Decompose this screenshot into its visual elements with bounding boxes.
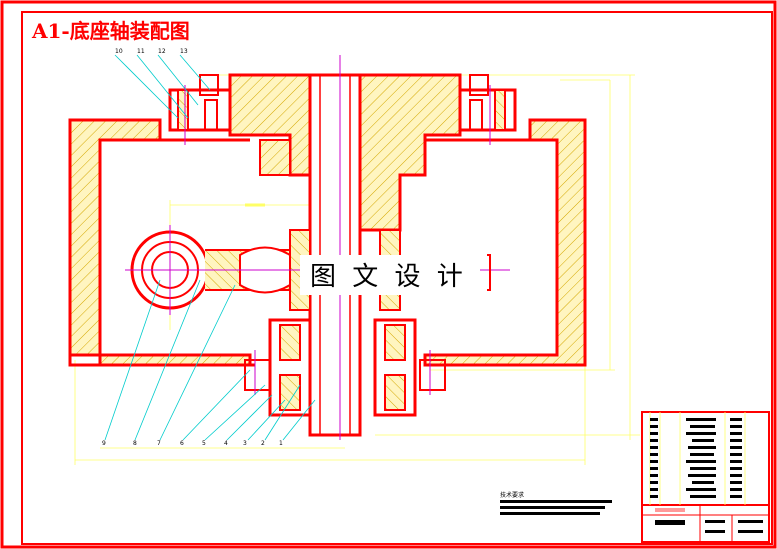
watermark-text: 图 文 设 计 <box>310 262 467 292</box>
part-number-8: 8 <box>133 440 137 447</box>
part-number-3: 3 <box>243 440 247 447</box>
part-number-2: 2 <box>261 440 265 447</box>
title-block <box>641 411 770 543</box>
top-flange-right <box>458 74 517 132</box>
part-number-5: 5 <box>202 440 206 447</box>
part-number-4: 4 <box>224 440 228 447</box>
housing <box>68 118 587 367</box>
part-numbers-top: 10 11 12 13 <box>115 48 188 55</box>
part-number-1: 1 <box>279 440 283 447</box>
top-flange-left <box>168 74 232 132</box>
part-number-9: 9 <box>102 440 106 447</box>
leader-lines <box>104 54 316 441</box>
part-number-13: 13 <box>180 48 188 55</box>
part-number-11: 11 <box>137 48 145 55</box>
part-number-6: 6 <box>180 440 184 447</box>
part-number-12: 12 <box>158 48 166 55</box>
part-numbers-bottom: 9 8 7 6 5 4 3 2 1 <box>102 440 283 447</box>
lower-bearing-right <box>373 318 446 417</box>
part-number-10: 10 <box>115 48 123 55</box>
lower-bearing-left <box>244 318 312 417</box>
drawing-title: A1-底座轴装配图 <box>31 19 190 43</box>
tech-requirements-heading: 技术要求 <box>500 491 524 499</box>
part-number-7: 7 <box>157 440 161 447</box>
watermark-background <box>300 255 480 295</box>
section-mark <box>487 254 491 291</box>
tech-requirements: 技术要求 <box>500 491 612 515</box>
